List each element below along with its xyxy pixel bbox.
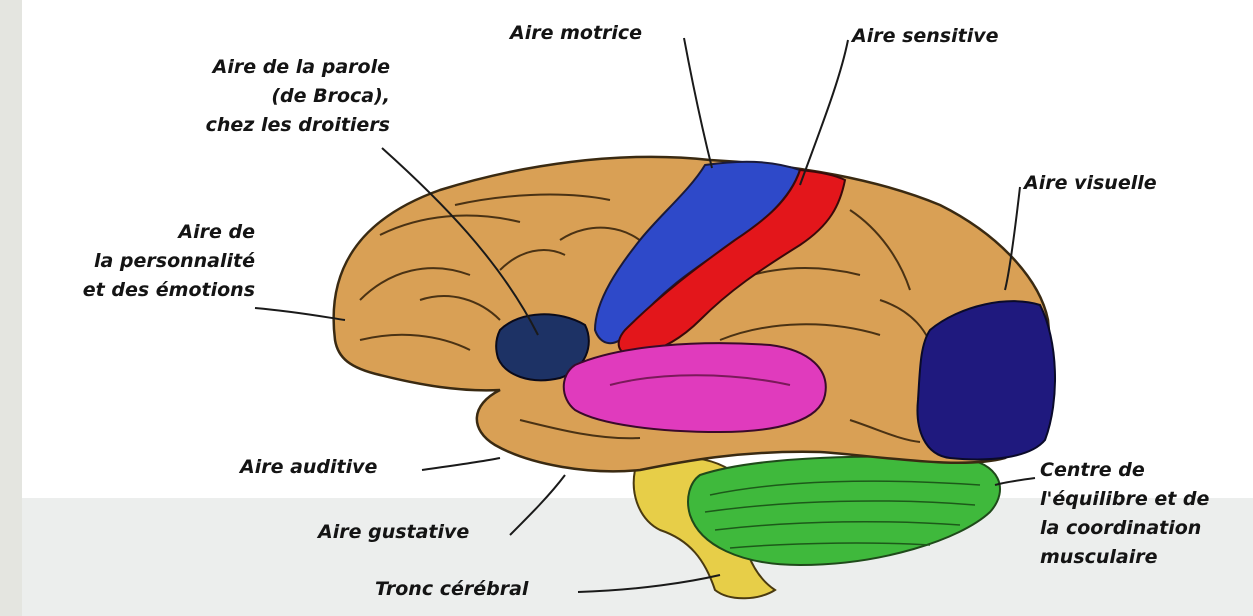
leader-aire-auditive — [422, 458, 500, 470]
leader-equilibre — [995, 478, 1035, 485]
label-aire-auditive: Aire auditive — [240, 453, 377, 482]
leader-aire-sensitive — [800, 40, 848, 185]
label-broca: Aire de la parole (de Broca), chez les d… — [130, 53, 390, 140]
label-aire-gustative: Aire gustative — [318, 518, 469, 547]
label-personnalite: Aire de la personnalité et des émotions — [0, 218, 255, 305]
auditory-area — [564, 343, 826, 432]
label-tronc-cerebral: Tronc cérébral — [375, 575, 528, 604]
leader-aire-gustative — [510, 475, 565, 535]
label-aire-sensitive: Aire sensitive — [852, 22, 999, 51]
leader-personnalite — [255, 308, 345, 320]
leader-tronc — [578, 575, 720, 592]
label-aire-visuelle: Aire visuelle — [1024, 169, 1157, 198]
label-aire-motrice: Aire motrice — [510, 19, 642, 48]
cerebellum — [688, 457, 1000, 565]
label-equilibre: Centre de l'équilibre et de la coordinat… — [1040, 456, 1209, 572]
leader-aire-motrice — [684, 38, 712, 168]
visual-area — [917, 301, 1055, 459]
